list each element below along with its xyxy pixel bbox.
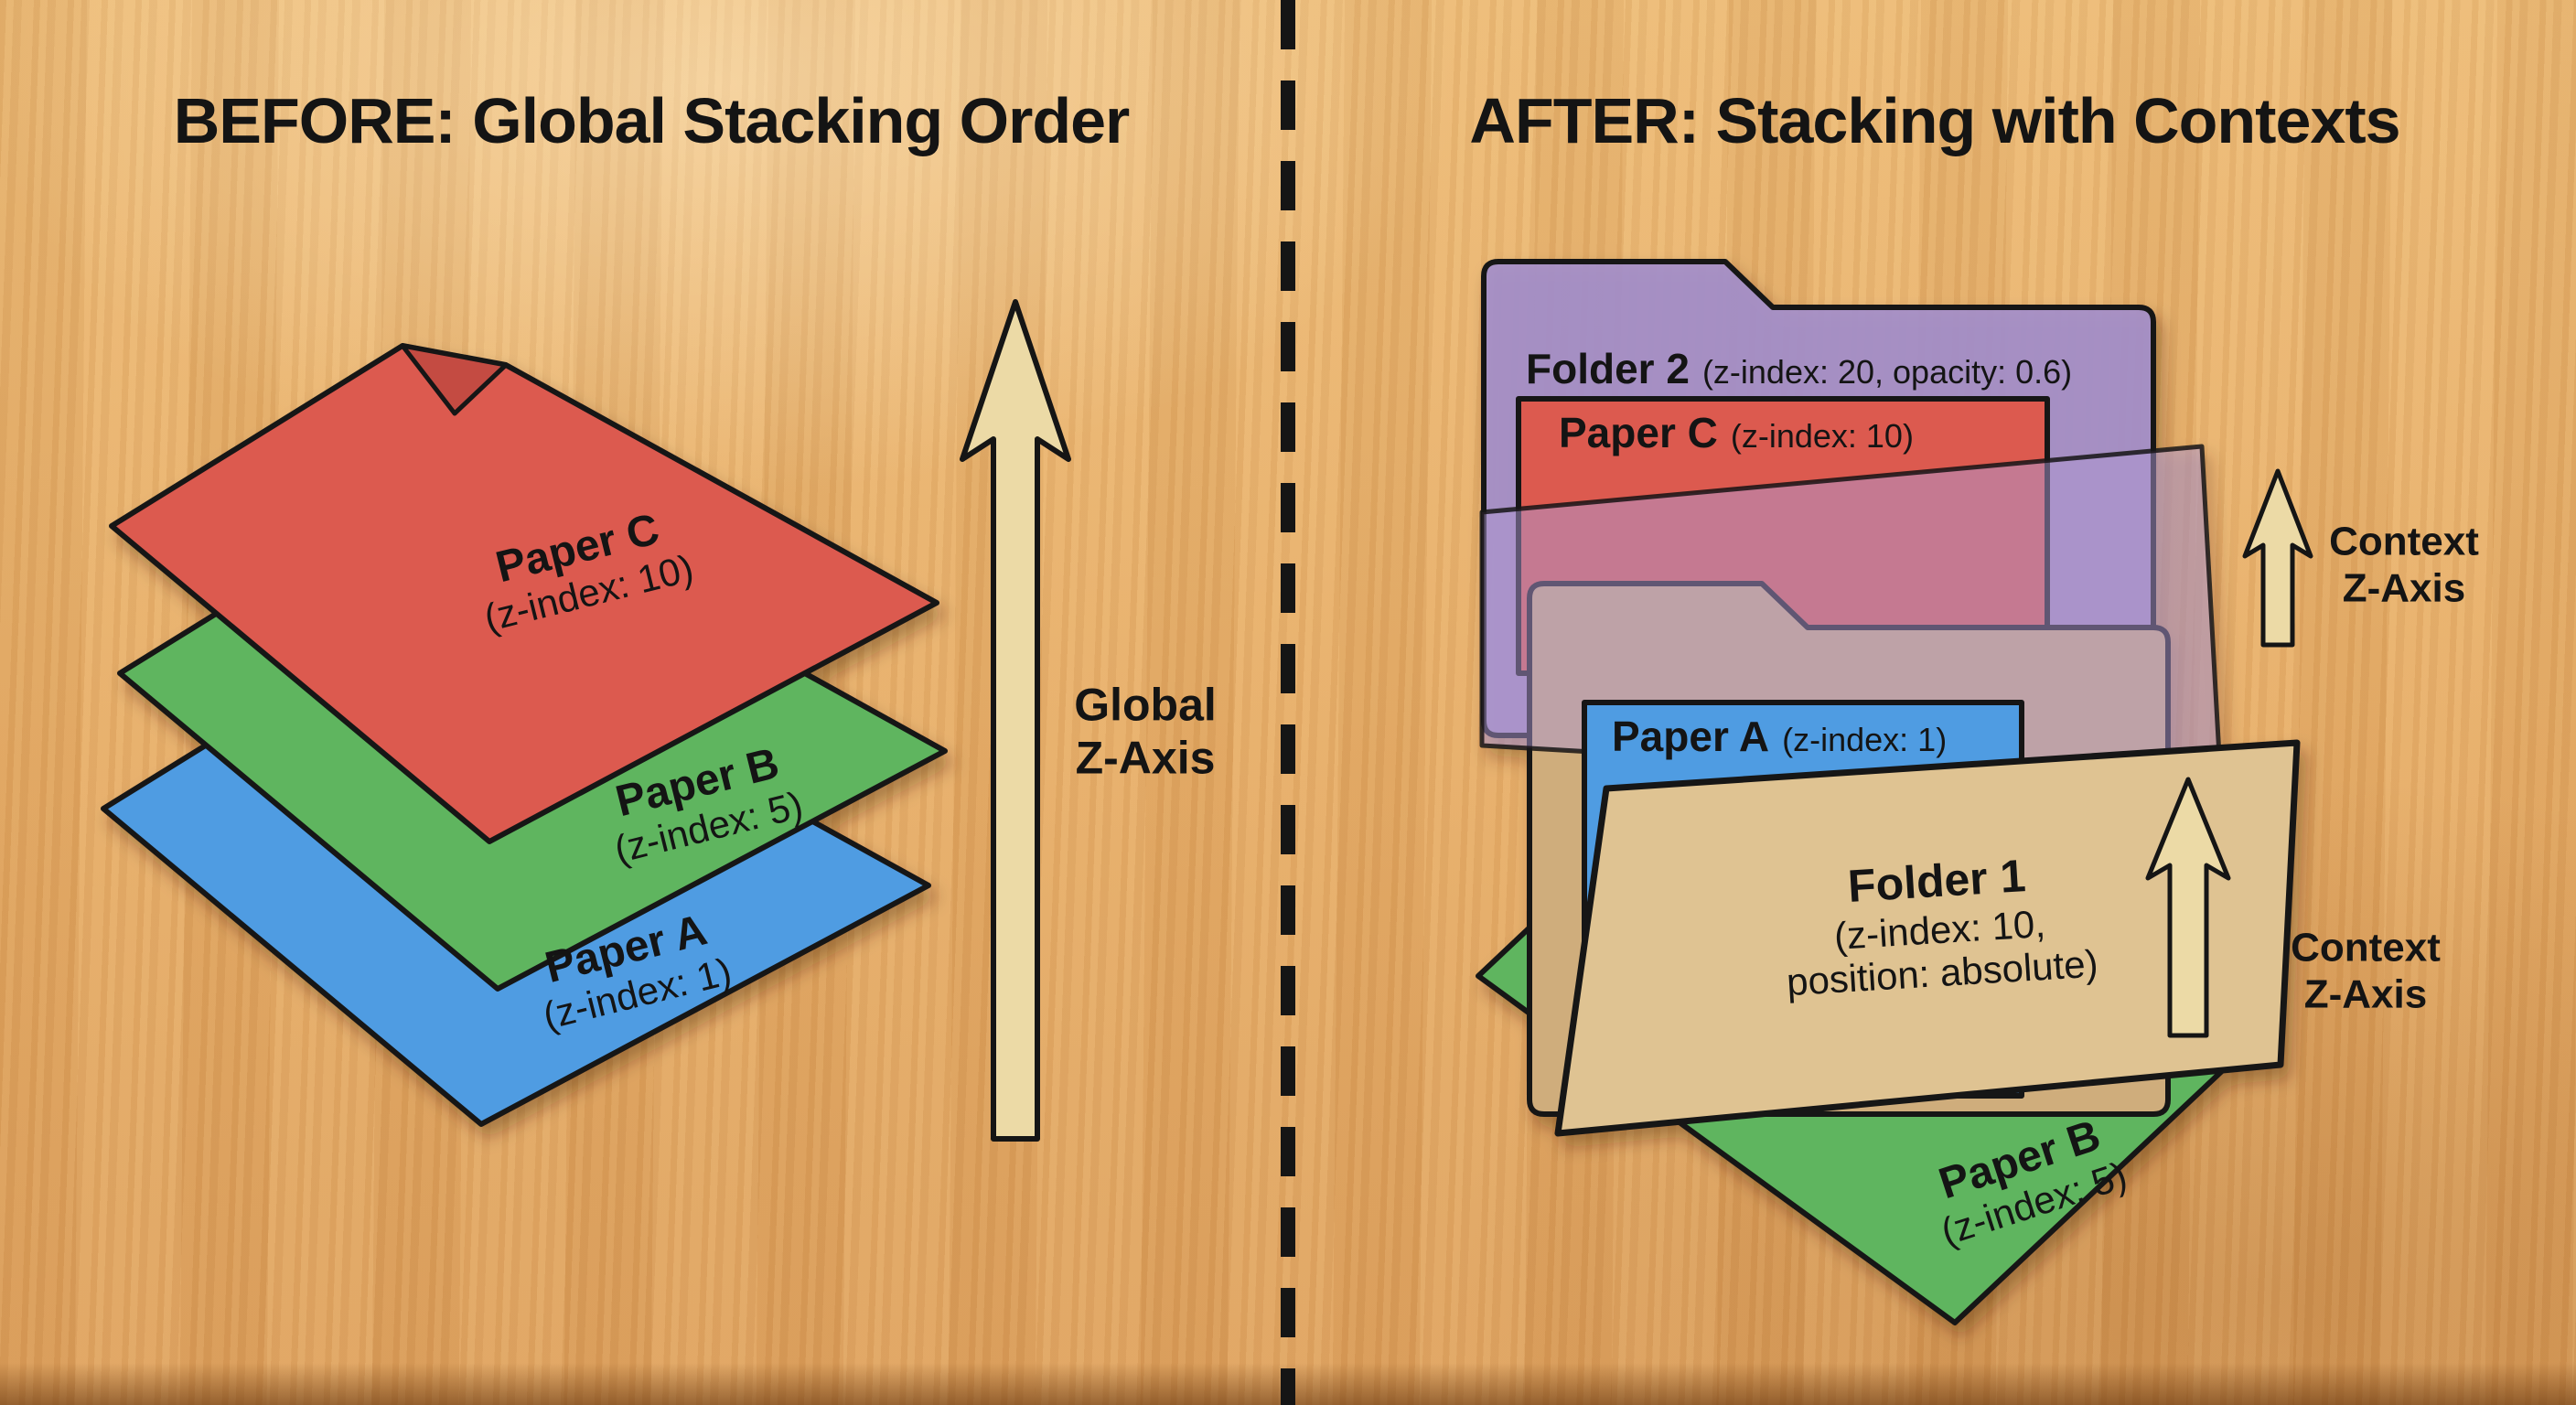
paper-a-right-name: Paper A — [1612, 713, 1770, 760]
folder1-label: Folder 1 (z-index: 10, position: absolut… — [1779, 844, 2099, 1004]
global-z-axis-label: Global Z-Axis — [1074, 680, 1217, 785]
paper-a-right-label: Paper A (z-index: 1) — [1612, 712, 1947, 761]
paper-c-folded-corner — [400, 343, 509, 416]
global-z-axis-arrow — [960, 299, 1071, 1142]
paper-c-sheet — [109, 343, 939, 844]
folder1-front-flap — [1554, 739, 2301, 1137]
context-upper-line1: Context — [2329, 519, 2479, 564]
left-panel-title: BEFORE: Global Stacking Order — [173, 85, 1131, 156]
context-z-axis-label-upper: Context Z-Axis — [2329, 519, 2479, 611]
context-z-axis-arrow-lower — [2145, 777, 2231, 1038]
context-lower-line2: Z-Axis — [2303, 971, 2428, 1016]
folder2-name: Folder 2 — [1526, 345, 1690, 392]
paper-a-right-zindex: (z-index: 1) — [1782, 721, 1948, 758]
folder2-properties: (z-index: 20, opacity: 0.6) — [1701, 353, 2073, 391]
global-z-axis-line2: Z-Axis — [1075, 732, 1216, 783]
context-lower-line1: Context — [2291, 925, 2441, 971]
paper-c-right-label: Paper C (z-index: 10) — [1559, 408, 1914, 457]
context-z-axis-label-lower: Context Z-Axis — [2291, 925, 2441, 1017]
paper-c-right-name: Paper C — [1559, 409, 1718, 456]
paper-c-right-zindex: (z-index: 10) — [1730, 417, 1914, 455]
folder2-label: Folder 2 (z-index: 20, opacity: 0.6) — [1526, 344, 2072, 393]
global-z-axis-line1: Global — [1074, 679, 1217, 731]
context-z-axis-arrow-upper — [2242, 468, 2313, 648]
right-panel-title: AFTER: Stacking with Contexts — [1469, 85, 2400, 156]
context-upper-line2: Z-Axis — [2342, 565, 2466, 610]
